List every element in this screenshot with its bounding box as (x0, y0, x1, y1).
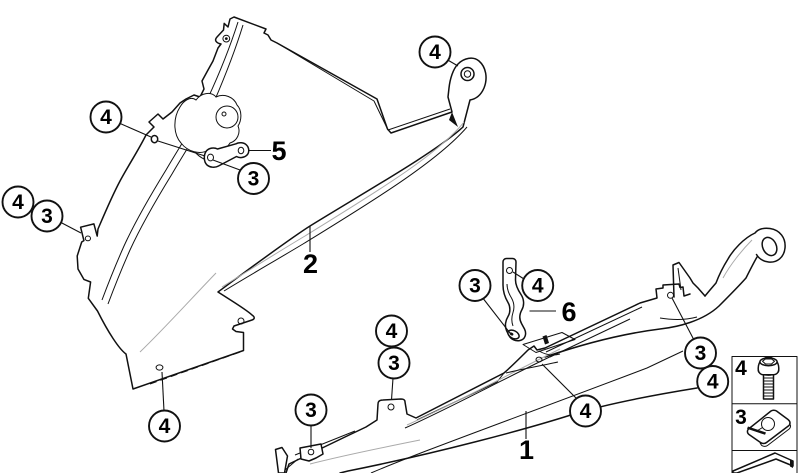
svg-text:3: 3 (41, 205, 53, 228)
svg-text:4: 4 (159, 415, 171, 438)
svg-text:3: 3 (305, 399, 317, 422)
svg-text:6: 6 (561, 297, 576, 327)
svg-text:4: 4 (735, 357, 747, 380)
svg-text:3: 3 (735, 406, 747, 429)
svg-text:4: 4 (12, 191, 24, 214)
svg-text:5: 5 (271, 136, 286, 166)
svg-text:4: 4 (580, 400, 592, 423)
svg-text:4: 4 (100, 106, 112, 129)
svg-text:4: 4 (707, 371, 719, 394)
svg-text:3: 3 (469, 275, 481, 298)
svg-text:3: 3 (248, 168, 260, 191)
svg-text:1: 1 (519, 435, 534, 465)
svg-text:4: 4 (532, 275, 544, 298)
svg-text:3: 3 (695, 342, 707, 365)
svg-text:2: 2 (303, 249, 318, 279)
svg-text:4: 4 (429, 41, 441, 64)
svg-text:3: 3 (388, 352, 400, 375)
svg-text:4: 4 (386, 320, 398, 343)
